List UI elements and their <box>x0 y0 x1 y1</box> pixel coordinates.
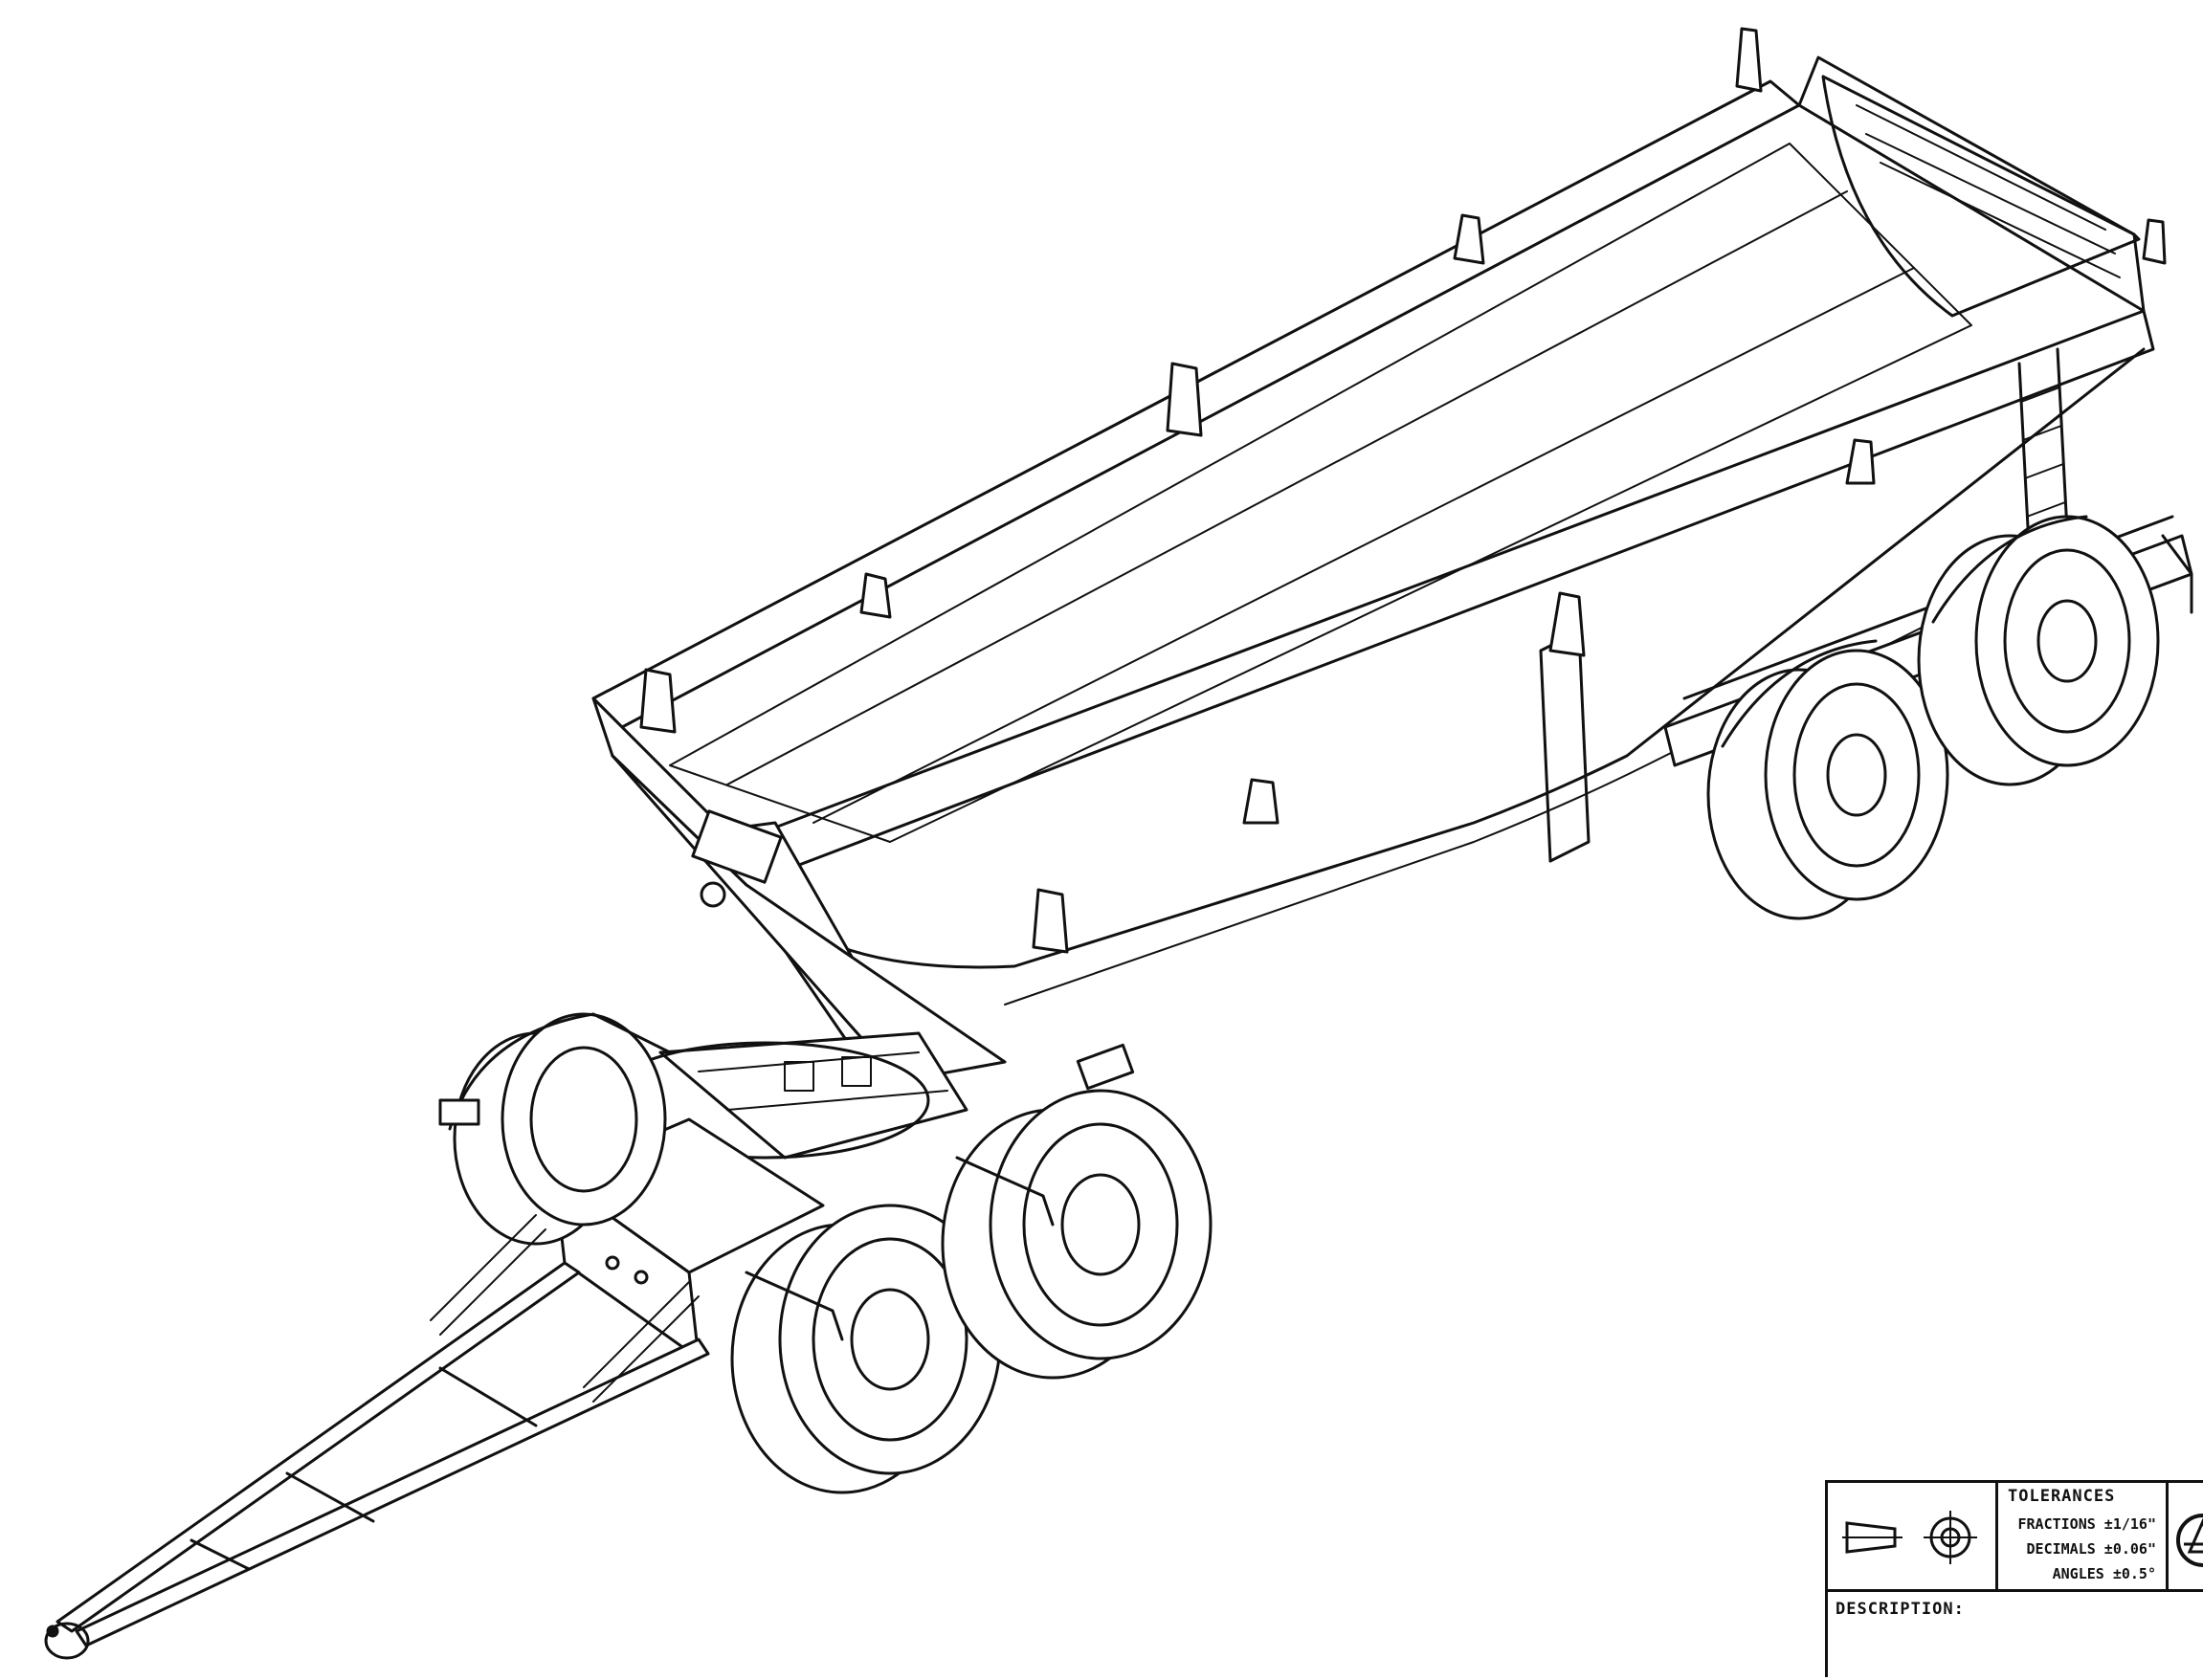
rear-tandem <box>1663 515 2193 920</box>
body-ladder <box>2017 347 2069 547</box>
hitch-eye <box>44 1622 90 1660</box>
company-logo <box>2169 1483 2203 1592</box>
tolerances-box: TOLERANCES FRACTIONS ±1/16" DECIMALS ±0.… <box>1998 1483 2169 1592</box>
projection-symbols <box>1828 1483 1998 1592</box>
drawbar <box>44 1214 710 1660</box>
dump-body <box>591 27 2167 1006</box>
angles-tolerance: ANGLES ±0.5° <box>2052 1565 2156 1582</box>
description-box: DESCRIPTION: <box>1828 1592 2203 1680</box>
title-block: TOLERANCES FRACTIONS ±1/16" DECIMALS ±0.… <box>1825 1480 2203 1677</box>
body-floor <box>669 143 1972 843</box>
tolerances-heading: TOLERANCES <box>2008 1487 2116 1506</box>
rear-wheels-2 <box>1917 515 2160 786</box>
rear-wheels-1 <box>1706 649 1949 920</box>
dolly <box>438 1012 1213 1494</box>
fractions-tolerance: FRACTIONS ±1/16" <box>2017 1515 2157 1533</box>
decimals-tolerance: DECIMALS ±0.06" <box>2026 1540 2156 1558</box>
description-label: DESCRIPTION: <box>1836 1600 1965 1619</box>
third-angle-cone-icon <box>1842 1521 1903 1554</box>
drawbar-left-rail <box>56 1261 581 1633</box>
third-angle-circle-icon <box>1924 1511 1977 1564</box>
dolly-wheels-left <box>453 1012 667 1246</box>
rear-end-panel <box>1821 75 2141 318</box>
